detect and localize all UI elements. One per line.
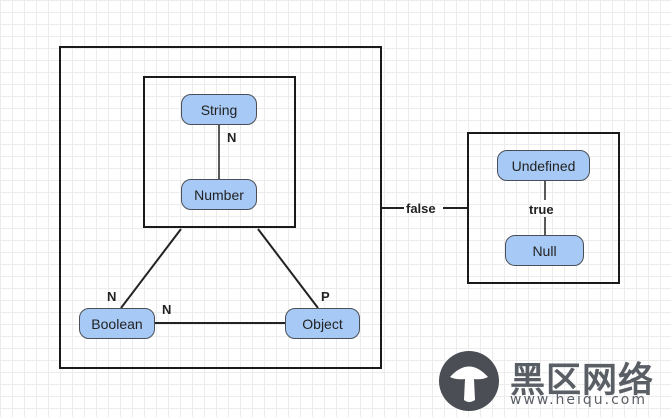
node-number-label: Number bbox=[194, 186, 244, 203]
node-null-label: Null bbox=[532, 242, 557, 259]
label-number-object: P bbox=[321, 289, 330, 304]
label-undefined-null: true bbox=[529, 202, 554, 217]
node-object-label: Object bbox=[302, 315, 343, 332]
outer-group-box bbox=[59, 46, 382, 369]
node-string-label: String bbox=[200, 101, 238, 118]
watermark-url: www.heiqu.com bbox=[510, 392, 648, 408]
node-undefined: Undefined bbox=[497, 150, 590, 181]
node-number: Number bbox=[181, 179, 257, 210]
label-number-boolean: N bbox=[107, 289, 117, 304]
label-group-link: false bbox=[406, 201, 436, 216]
label-string-number: N bbox=[227, 130, 237, 145]
watermark: 黑区网络 www.heiqu.com bbox=[430, 346, 671, 417]
edge-inner-boolean bbox=[120, 228, 182, 309]
right-group-box bbox=[467, 132, 620, 284]
inner-group-box bbox=[143, 76, 296, 228]
mushroom-logo-icon bbox=[439, 351, 499, 411]
watermark-logo-text: 黑区网络 bbox=[510, 361, 655, 401]
node-object: Object bbox=[285, 308, 360, 339]
node-undefined-label: Undefined bbox=[511, 157, 576, 174]
node-boolean: Boolean bbox=[79, 308, 155, 339]
node-boolean-label: Boolean bbox=[91, 315, 143, 332]
node-string: String bbox=[181, 94, 257, 125]
edge-inner-object bbox=[257, 228, 319, 309]
label-boolean-object: N bbox=[162, 302, 172, 317]
node-null: Null bbox=[505, 235, 584, 266]
